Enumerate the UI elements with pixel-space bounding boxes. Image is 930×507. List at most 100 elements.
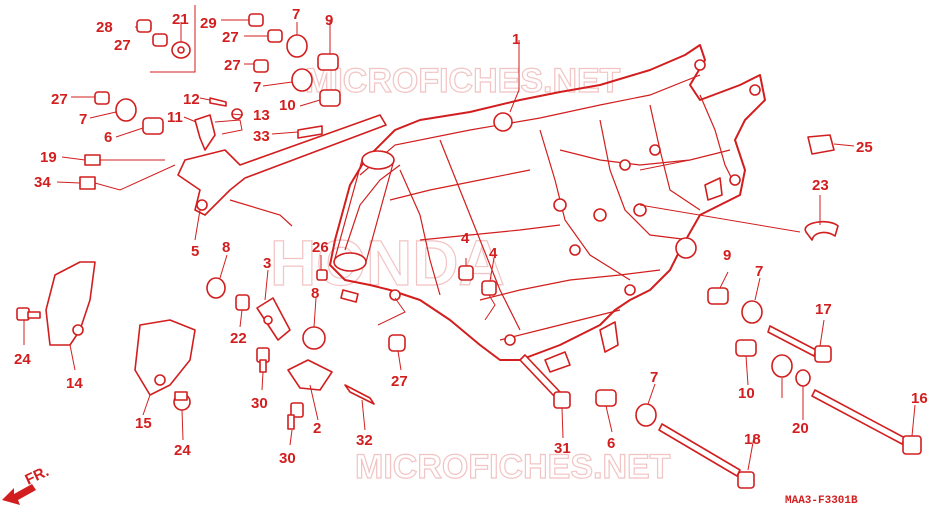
- part-7-bushing-e: [771, 354, 793, 378]
- label-7b: 7: [253, 79, 261, 96]
- label-34: 34: [34, 174, 51, 191]
- label-23: 23: [812, 177, 829, 194]
- label-19: 19: [40, 149, 57, 166]
- label-9b: 9: [723, 247, 731, 264]
- label-31: 31: [554, 440, 571, 457]
- label-24b: 24: [174, 442, 191, 459]
- label-7c: 7: [79, 111, 87, 128]
- part-7-bushing-d: [741, 300, 763, 324]
- part-7-bushing-b: [291, 68, 313, 92]
- label-10b: 10: [738, 385, 755, 402]
- front-direction-arrow: FR.: [2, 463, 52, 505]
- part-7-bushing-f: [635, 403, 657, 427]
- label-11: 11: [167, 109, 183, 126]
- label-24a: 24: [14, 351, 31, 368]
- label-33: 33: [253, 128, 270, 145]
- part-2-bracket: [287, 359, 333, 391]
- part-8-bushing-b: [302, 326, 326, 350]
- part-33-bolt: [297, 125, 323, 139]
- label-16: 16: [911, 390, 928, 407]
- part-7-bushing-a: [286, 34, 308, 58]
- leader-lines: [23, 19, 916, 471]
- label-7d: 7: [755, 263, 763, 280]
- watermark-honda: HONDA: [270, 227, 505, 299]
- main-frame: [329, 44, 766, 373]
- label-30a: 30: [251, 395, 268, 412]
- part-30-bolt-a: [256, 347, 270, 373]
- label-26: 26: [312, 239, 329, 256]
- part-27-nut-d: [94, 91, 110, 105]
- part-4-collar-b: [481, 280, 497, 296]
- part-21-grommet: [171, 41, 191, 59]
- label-27d: 27: [51, 91, 68, 108]
- label-18: 18: [744, 431, 761, 448]
- label-7e: 7: [650, 369, 658, 386]
- label-13: 13: [253, 107, 270, 124]
- part-26-screw: [316, 269, 359, 303]
- label-20: 20: [792, 420, 809, 437]
- part-5-step-bar: [177, 114, 387, 227]
- watermark-bottom: MICROFICHES.NET: [355, 448, 671, 486]
- label-4b: 4: [489, 245, 498, 262]
- part-31-bolt: [519, 354, 571, 409]
- label-32: 32: [356, 432, 373, 449]
- part-27-nut-a: [152, 33, 168, 47]
- part-12-screw: [209, 97, 227, 107]
- part-4-collar-a: [458, 265, 474, 281]
- label-1: 1: [512, 31, 520, 48]
- watermark-top: MICROFICHES.NET: [305, 62, 621, 100]
- front-label: FR.: [23, 463, 52, 489]
- part-16-bolt: [811, 389, 922, 455]
- part-11-clamp: [194, 114, 243, 151]
- label-8b: 8: [311, 285, 319, 302]
- part-10-adjuster-a: [319, 89, 341, 107]
- label-17: 17: [815, 301, 832, 318]
- part-14-cover: [45, 261, 96, 346]
- part-6-collar-a: [142, 117, 164, 135]
- label-27b: 27: [222, 29, 239, 46]
- label-12: 12: [183, 91, 200, 108]
- label-10a: 10: [279, 97, 296, 114]
- label-21: 21: [172, 11, 189, 28]
- part-number-labels: 1 2 3 4 4 5 6 6 7 7 7 7 7 8 8 9 9 10 10 …: [14, 6, 928, 467]
- label-29: 29: [200, 15, 217, 32]
- label-22: 22: [230, 330, 247, 347]
- part-24-bolt-b: [173, 391, 191, 411]
- label-4a: 4: [461, 230, 470, 247]
- label-2: 2: [313, 420, 321, 437]
- label-7a: 7: [292, 6, 300, 23]
- diagram-code: MAA3-F3301B: [785, 495, 858, 507]
- part-9-adjuster-a: [317, 53, 339, 71]
- part-8-bushing-a: [206, 277, 226, 299]
- label-8a: 8: [222, 239, 230, 256]
- part-27-nut-c: [253, 59, 269, 73]
- label-30b: 30: [279, 450, 296, 467]
- label-6a: 6: [104, 129, 112, 146]
- part-6-collar-b: [595, 389, 617, 407]
- label-25: 25: [856, 139, 873, 156]
- part-7-bushing-c: [115, 98, 137, 122]
- part-22-collar: [235, 294, 250, 311]
- part-17-bolt: [767, 325, 832, 363]
- label-27e: 27: [391, 373, 408, 390]
- label-28: 28: [96, 19, 113, 36]
- part-23-clamp: [804, 220, 839, 241]
- part-3-bracket: [256, 297, 291, 341]
- label-27c: 27: [224, 57, 241, 74]
- part-9-adjuster-b: [707, 287, 729, 305]
- part-10-adjuster-b: [735, 339, 757, 357]
- part-30-bolt-b: [287, 402, 304, 430]
- label-14: 14: [66, 375, 83, 392]
- part-25-clip: [807, 134, 835, 155]
- part-27-nut-e: [388, 334, 406, 352]
- label-9a: 9: [325, 12, 333, 29]
- label-5: 5: [191, 243, 199, 260]
- part-32-bolt: [344, 384, 375, 405]
- part-19-bolt: [84, 154, 165, 166]
- part-20-washer: [795, 369, 811, 387]
- label-15: 15: [135, 415, 152, 432]
- label-6b: 6: [607, 435, 615, 452]
- part-29-collar: [248, 13, 264, 27]
